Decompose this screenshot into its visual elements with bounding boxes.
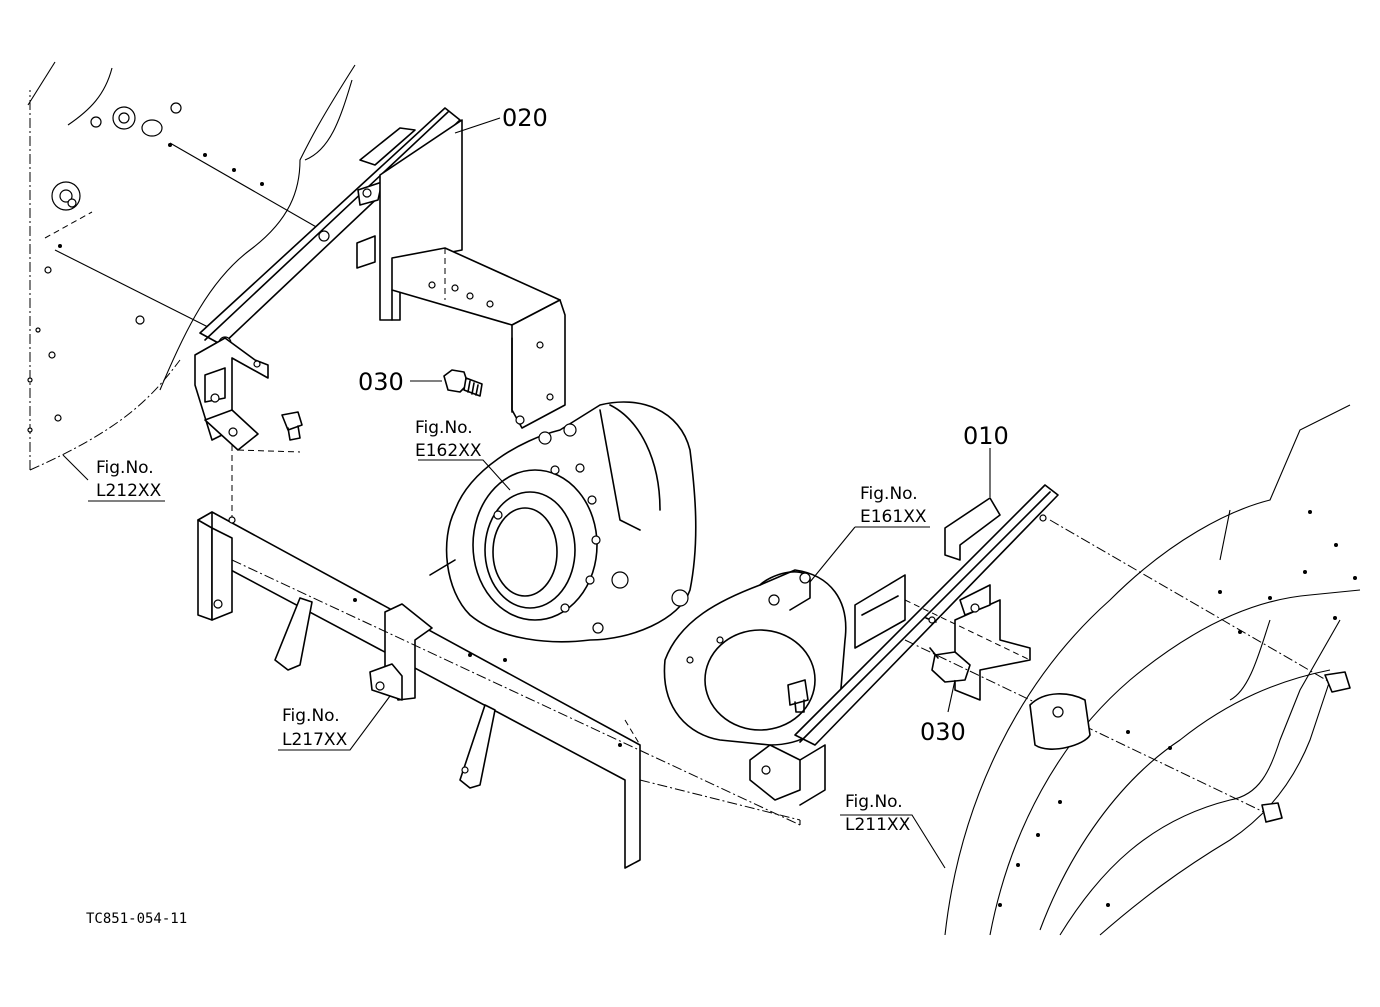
leader-lines: [62, 117, 991, 869]
ref-l212-code: L212XX: [96, 481, 162, 501]
bracket-010: [749, 484, 1341, 816]
bolt-030-left: [443, 369, 483, 397]
ref-l217-label: Fig.No.: [282, 706, 340, 726]
ref-e161-label: Fig.No.: [860, 484, 918, 504]
bracket-020: [194, 107, 566, 520]
ref-l211-label: Fig.No.: [845, 792, 903, 812]
ref-e161-code: E161XX: [860, 507, 927, 527]
ref-e162-code: E162XX: [415, 441, 482, 461]
cross-member-frame: [197, 511, 801, 869]
ref-l217-code: L217XX: [282, 730, 348, 750]
right-body-panel: [944, 404, 1361, 936]
ref-l211-code: L211XX: [845, 815, 911, 835]
ref-e162-label: Fig.No.: [415, 418, 473, 438]
right-housing: [663, 569, 847, 746]
left-body-panel: [27, 61, 356, 471]
ref-l212-label: Fig.No.: [96, 458, 154, 478]
drawing-code: TC851-054-11: [86, 911, 187, 927]
callout-030-left: 030: [358, 368, 404, 396]
callout-010: 010: [963, 422, 1009, 450]
part-callouts: 020 010 030 030: [358, 104, 1009, 746]
callout-030-right: 030: [920, 718, 966, 746]
transmission-housing: [429, 401, 697, 643]
figure-references: Fig.No. L212XX Fig.No. E162XX Fig.No. E1…: [96, 418, 927, 835]
callout-020: 020: [502, 104, 548, 132]
